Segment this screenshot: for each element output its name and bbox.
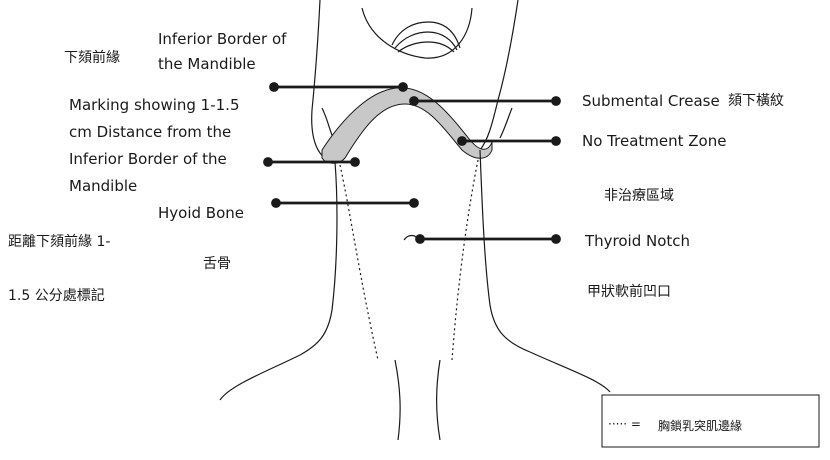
label-zh-hyoid-bone: 舌骨 bbox=[203, 256, 231, 272]
pointer-lines bbox=[265, 84, 560, 243]
pointer-hyoid-bone bbox=[273, 200, 418, 207]
legend: ····· = 胸鎖乳突肌邊緣 bbox=[602, 395, 819, 447]
sternum-right bbox=[437, 360, 440, 440]
shoulder-left bbox=[220, 355, 300, 400]
scm-right-border bbox=[452, 160, 478, 360]
label-zh-submental-crease: 頦下橫紋 bbox=[728, 93, 784, 109]
label-zh-no-treatment-zone: 非治療區域 bbox=[604, 187, 674, 204]
pointer-thyroid-notch bbox=[417, 236, 560, 243]
legend-text: 胸鎖乳突肌邊緣 bbox=[658, 418, 742, 433]
label-marking-line3: Inferior Border of the bbox=[69, 150, 227, 168]
label-hyoid-bone: Hyoid Bone bbox=[158, 204, 244, 222]
sternum-left bbox=[395, 360, 400, 440]
pointer-marking bbox=[265, 159, 359, 166]
scm-borders bbox=[340, 160, 478, 360]
label-marking-line4: Mandible bbox=[69, 177, 137, 195]
label-zh-marking-line2: 1.5 公分處標記 bbox=[8, 287, 105, 304]
label-zh-thyroid-notch: 甲狀軟前凹口 bbox=[587, 283, 671, 300]
label-submental-crease: Submental Crease bbox=[582, 92, 720, 110]
label-zh-marking-line1: 距離下頦前緣 1- bbox=[8, 233, 110, 250]
neck-left bbox=[300, 162, 337, 355]
scm-left-border bbox=[340, 165, 378, 360]
label-inferior-border-line1: Inferior Border of bbox=[158, 30, 287, 48]
pointer-inferior-border bbox=[271, 84, 407, 91]
lip-line-3 bbox=[398, 42, 454, 52]
treatment-marking-band bbox=[322, 88, 492, 163]
label-zh-inferior-border: 下頦前緣 bbox=[64, 49, 120, 66]
label-thyroid-notch: Thyroid Notch bbox=[584, 232, 690, 250]
label-inferior-border-line2: the Mandible bbox=[158, 55, 256, 73]
label-marking-line1: Marking showing 1-1.5 bbox=[69, 96, 240, 114]
lip-line-1 bbox=[392, 22, 460, 48]
jaw-right bbox=[480, 0, 518, 150]
legend-symbol: ····· = bbox=[608, 417, 641, 431]
ear-right bbox=[500, 108, 512, 138]
neck-right bbox=[480, 150, 530, 352]
label-marking-line2: cm Distance from the bbox=[69, 123, 231, 141]
label-no-treatment-zone: No Treatment Zone bbox=[582, 132, 726, 150]
neck-outline bbox=[220, 150, 610, 440]
shoulder-right bbox=[530, 352, 610, 392]
